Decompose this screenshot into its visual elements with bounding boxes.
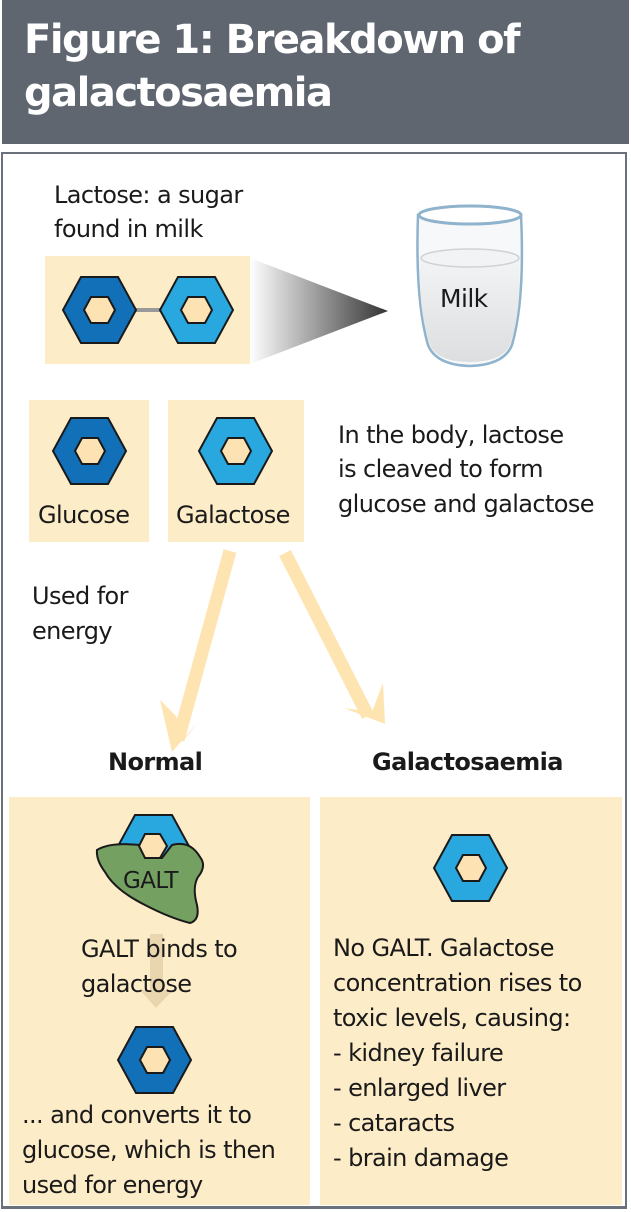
figure-title: Figure 1: Breakdown of galactosaemia bbox=[24, 17, 520, 116]
energy-text-line2: energy bbox=[32, 617, 113, 645]
galt-enzyme-label: GALT bbox=[123, 868, 178, 894]
zoom-cone bbox=[250, 258, 388, 364]
effect-item: - brain damage bbox=[333, 1144, 509, 1172]
energy-text-line1: Used for bbox=[32, 582, 129, 610]
arrow-to-normal-icon bbox=[160, 549, 237, 752]
effect-item: - enlarged liver bbox=[333, 1074, 506, 1102]
disease-text-line3: toxic levels, causing: bbox=[333, 1004, 571, 1032]
lactose-caption-line2: found in milk bbox=[54, 215, 203, 243]
galactosaemia-heading: Galactosaemia bbox=[372, 748, 564, 776]
effect-item: - cataracts bbox=[333, 1109, 455, 1137]
glucose-ring-icon bbox=[51, 417, 128, 485]
lactose-galactose-ring-icon bbox=[158, 276, 235, 344]
convert-text-line1: ... and converts it to bbox=[22, 1101, 252, 1129]
galactose-label: Galactose bbox=[176, 501, 290, 529]
cleave-text-line3: glucose and galactose bbox=[338, 490, 595, 518]
cleave-text-line2: is cleaved to form bbox=[338, 455, 543, 483]
disease-text-line2: concentration rises to bbox=[333, 969, 582, 997]
header-bar bbox=[2, 0, 629, 144]
bound-galactose-core-icon bbox=[137, 833, 169, 859]
milk-glass-icon bbox=[416, 204, 524, 368]
cleave-text-line1: In the body, lactose bbox=[338, 421, 564, 449]
convert-text-line3: used for energy bbox=[22, 1171, 203, 1199]
convert-text-line2: glucose, which is then bbox=[22, 1136, 276, 1164]
milk-label: Milk bbox=[440, 284, 488, 313]
figure-frame bbox=[1, 152, 627, 1209]
galt-enzyme-icon bbox=[95, 842, 204, 925]
glucose-product-icon bbox=[116, 1026, 193, 1094]
disease-text-line1: No GALT. Galactose bbox=[333, 934, 554, 962]
galactose-ring-icon bbox=[197, 417, 274, 485]
glucose-label: Glucose bbox=[38, 501, 130, 529]
effect-item: - kidney failure bbox=[333, 1039, 504, 1067]
lactose-caption-line1: Lactose: a sugar bbox=[54, 181, 243, 209]
lactose-glucose-ring-icon bbox=[61, 276, 138, 344]
bind-text-line1: GALT binds to bbox=[81, 935, 238, 963]
conversion-arrow-icon bbox=[140, 934, 173, 1008]
arrow-to-galactosaemia-icon bbox=[279, 550, 385, 724]
bind-text-line2: galactose bbox=[81, 970, 192, 998]
accumulated-galactose-icon bbox=[432, 834, 509, 902]
normal-heading: Normal bbox=[108, 748, 203, 776]
